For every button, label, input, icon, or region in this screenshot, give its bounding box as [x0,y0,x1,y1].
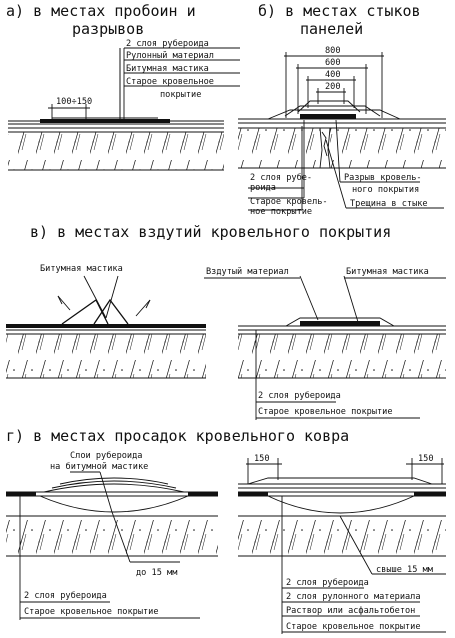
section-g-title: г) в местах просадок кровельного ковра [6,427,349,445]
slab-v-right [238,334,446,378]
section-b-dim-400: 400 [325,70,341,80]
section-v-bottom-0: 2 слоя рубероида [258,390,341,401]
section-b-dim-800: 800 [325,46,341,56]
section-g-left-bottom-1: Старое кровельное покрытие [24,607,159,617]
edge-right-b [414,492,446,496]
section-g-dim-right: 150 [418,454,434,464]
section-g-dim-left: 150 [254,454,270,464]
slab-v-left [6,334,206,378]
section-g-left-bottom-0: 2 слоя рубероида [24,590,107,601]
section-a-label-0: 2 слоя рубероида [126,38,209,49]
edge-right-a [238,492,268,496]
section-b-dim-600: 600 [325,58,341,68]
section-g: г) в местах просадок кровельного ковра С… [6,427,446,634]
section-b-left-0: 2 слоя рубе- [250,172,312,183]
section-g-right-bottom-0: 2 слоя рубероида [286,577,369,588]
section-v-left-label: Битумная мастика [40,264,123,274]
blister-patch [300,321,380,326]
section-v-title: в) в местах вздутий кровельного покрытия [30,223,391,241]
section-g-right-bottom-1: 2 слоя рулонного материала [286,592,421,602]
section-g-left-top-1: на битумной мастике [50,461,148,472]
section-b-right-2: Трещина в стыке [350,199,428,209]
section-a-label-1: Рулонный материал [126,51,214,61]
section-g-right-bottom-2: Раствор или асфальтобетон [286,605,415,616]
section-b-left-3: ное покрытие [250,207,312,217]
section-a-label-2: Битумная мастика [126,64,209,74]
section-b-dim-200: 200 [325,82,341,92]
section-v-right-0: Вздутый материал [206,267,289,277]
edge-left-a [6,492,36,496]
section-b-right-1: ного покрытия [352,185,419,195]
edge-left-b [188,492,218,496]
layer-v-left [6,324,206,328]
section-a: а) в местах пробоин и разрывов 100÷150 2… [6,2,240,171]
section-b-title-1: б) в местах стыков [258,2,421,20]
section-g-left-depth: до 15 мм [136,568,177,578]
section-a-label-4: покрытие [160,90,201,100]
panel-left [238,128,320,168]
slab-g-right [238,516,446,556]
section-v: в) в местах вздутий кровельного покрытия… [6,223,446,420]
section-b-title-2: панелей [300,20,363,38]
patch-layer [40,119,170,123]
section-a-label-3: Старое кровельное [126,77,214,87]
slab-g-left [6,516,218,556]
section-b-left-1: роида [250,183,276,193]
concrete-slab [8,132,224,170]
section-b-left-2: Старое кровель- [250,197,328,207]
joint-patch [300,114,356,119]
section-g-left-top-0: Слои рубероида [70,450,142,461]
section-v-bottom-1: Старое кровельное покрытие [258,407,393,417]
section-g-right-bottom-3: Старое кровельное покрытие [286,622,421,632]
section-g-right-depth: свыше 15 мм [376,565,433,575]
section-a-title-2: разрывов [72,20,144,38]
section-v-right-1: Битумная мастика [346,267,429,277]
section-a-title-1: а) в местах пробоин и [6,2,196,20]
panel-right [330,128,446,168]
section-b-right-0: Разрыв кровель- [344,173,422,183]
section-b: б) в местах стыков панелей 800 600 400 [238,2,446,217]
section-a-dim: 100÷150 [56,97,92,107]
